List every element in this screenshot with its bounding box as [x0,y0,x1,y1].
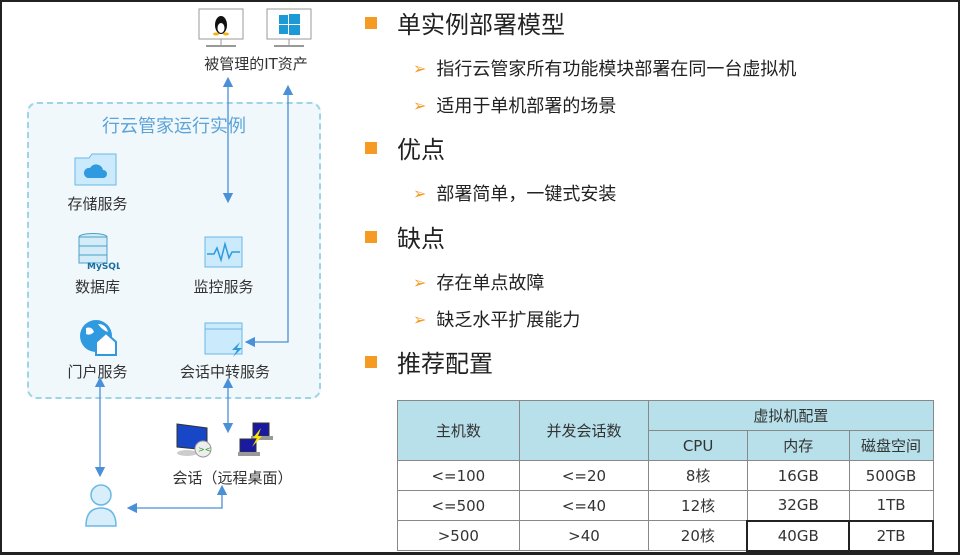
session-label: 会话（远程桌面） [172,469,293,487]
bullet-item: ➢ 指行云管家所有功能模块部署在同一台虚拟机 [413,55,796,81]
cell: <=500 [397,490,520,521]
windows-monitor-icon [266,8,312,47]
assets-label: 被管理的IT资产 [204,55,308,73]
cell: <=20 [518,460,650,491]
bullet-item: ➢ 适用于单机部署的场景 [413,92,616,118]
cell: >500 [397,520,520,551]
storage-cloud-folder-icon [74,153,117,186]
instance-title: 行云管家运行实例 [102,116,246,137]
diagram-connectors [94,76,294,514]
header-sessions: 并发会话数 [518,400,650,461]
network-computers-icon [238,422,273,456]
arrow-bullet-icon: ➢ [413,183,427,203]
svg-text:><: >< [198,445,211,454]
header-disk: 磁盘空间 [848,430,934,461]
cell: >40 [518,520,650,551]
bullet-item: ➢ 存在单点故障 [413,269,544,295]
session-relay-window-icon [204,322,243,357]
arrow-bullet-icon: ➢ [413,272,427,292]
cell: 20核 [648,520,748,551]
cell: 16GB [746,460,850,491]
bullet-item: ➢ 部署简单，一键式安装 [413,180,616,206]
section-heading-cons: 缺点 [365,219,445,254]
cell: 32GB [746,490,850,521]
remote-desktop-icon: >< [176,423,212,458]
bullet-item: ➢ 缺乏水平扩展能力 [413,306,580,332]
section-heading-model: 单实例部署模型 [365,5,565,40]
arrow-bullet-icon: ➢ [413,95,427,115]
bullet-text: 适用于单机部署的场景 [436,96,617,117]
portal-service-label: 门户服务 [67,363,128,381]
header-cpu: CPU [648,430,748,461]
arrow-bullet-icon: ➢ [413,309,427,329]
bullet-text: 存在单点故障 [436,273,545,294]
heading-text: 缺点 [397,225,445,253]
bullet-text: 部署简单，一键式安装 [436,184,617,205]
section-heading-pros: 优点 [365,130,445,165]
cell: 2TB [848,519,934,552]
user-avatar-icon[interactable] [84,482,118,528]
cell: <=40 [518,490,650,521]
square-bullet-icon [365,230,377,243]
linux-monitor-icon [198,8,244,47]
section-heading-config: 推荐配置 [365,344,493,379]
cell: 1TB [848,490,934,521]
header-vm-config: 虚拟机配置 [648,400,934,431]
cell: 8核 [648,460,748,491]
bullet-text: 缺乏水平扩展能力 [436,310,581,331]
monitor-service-label: 监控服务 [193,278,254,296]
mysql-logo-text: MySQL [87,262,120,272]
portal-globe-house-icon [80,320,117,356]
cell: 500GB [848,460,934,491]
header-hosts: 主机数 [397,400,520,461]
square-bullet-icon [365,355,377,368]
cell: <=100 [397,460,520,491]
mysql-database-icon: MySQL [78,233,120,272]
monitor-pulse-icon [204,236,243,268]
heading-text: 推荐配置 [397,350,493,378]
square-bullet-icon [365,16,377,29]
heading-text: 单实例部署模型 [397,11,565,39]
relay-service-label: 会话中转服务 [179,363,270,381]
header-memory: 内存 [746,430,850,461]
arrow-bullet-icon: ➢ [413,58,427,78]
cell: 40GB [746,519,851,552]
bullet-text: 指行云管家所有功能模块部署在同一台虚拟机 [436,59,797,80]
cell: 12核 [648,490,748,521]
square-bullet-icon [365,141,377,154]
heading-text: 优点 [397,136,445,164]
storage-service-label: 存储服务 [67,195,128,213]
database-label: 数据库 [74,278,120,296]
